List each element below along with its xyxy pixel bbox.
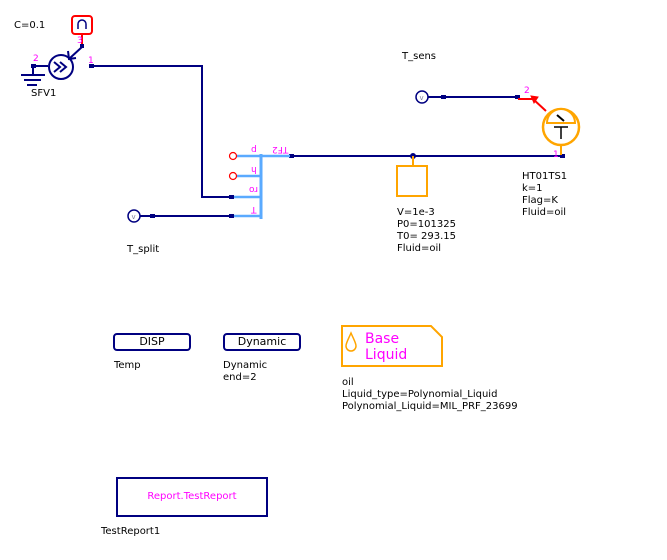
disp-block[interactable]: DISP — [113, 333, 191, 351]
volume-param-fluid: Fluid=oil — [397, 243, 442, 254]
tf2-port-h: h — [251, 164, 257, 174]
report-name: TestReport1 — [101, 526, 161, 537]
wires — [32, 65, 562, 217]
base-liquid-param-poly: Polynomial_Liquid=MIL_PRF_23699 — [342, 401, 518, 412]
t-sens-source-icon[interactable]: v — [415, 90, 429, 104]
sfv1-name: SFV1 — [31, 88, 57, 99]
volume-params: V=1e-3 P0=101325 T0= 293.15 Fluid=oil — [397, 207, 456, 255]
tf2-port-p: p — [251, 144, 257, 154]
control-input-icon[interactable] — [71, 15, 93, 44]
dynamic-param-end: end=2 — [223, 372, 257, 383]
base-liquid-label-line1: Base — [365, 331, 400, 347]
volume-param-p0: P0=101325 — [397, 219, 456, 230]
tf2-bus[interactable] — [234, 154, 290, 219]
svg-text:v: v — [420, 94, 424, 102]
dynamic-name: Dynamic — [223, 360, 268, 371]
report-block[interactable]: Report.TestReport — [116, 477, 268, 517]
volume-param-t0: T0= 293.15 — [397, 231, 457, 242]
sfv1-valve-icon[interactable] — [48, 54, 74, 80]
base-liquid-block[interactable] — [341, 325, 443, 367]
base-liquid-params: oil Liquid_type=Polynomial_Liquid Polyno… — [342, 377, 518, 413]
sfv1-pin-2: 2 — [33, 54, 39, 64]
tf2-name: TF2 — [272, 144, 289, 154]
dynamic-params: Dynamic end=2 — [223, 360, 267, 384]
sensor-pin-2: 2 — [524, 86, 530, 96]
base-liquid-name: oil — [342, 377, 354, 388]
dynamic-block[interactable]: Dynamic — [223, 333, 301, 351]
sfv1-param-c: C=0.1 — [14, 20, 46, 31]
volume-block[interactable] — [396, 156, 428, 197]
sensor-name: HT01TS1 — [522, 171, 568, 182]
wire-sfv1-to-tf2-ro[interactable] — [92, 65, 232, 198]
sensor-param-flag: Flag=K — [522, 195, 558, 206]
ground-icon — [21, 74, 45, 86]
base-liquid-label-line2: Liquid — [365, 347, 408, 363]
sensor-pin-1: 1 — [553, 150, 559, 160]
t-split-name: T_split — [127, 244, 160, 255]
control-arrow — [67, 46, 83, 61]
volume-param-v: V=1e-3 — [397, 207, 435, 218]
temperature-sensor-icon[interactable] — [518, 95, 581, 155]
droplet-icon — [345, 331, 357, 352]
base-liquid-param-type: Liquid_type=Polynomial_Liquid — [342, 389, 498, 400]
disp-name: Temp — [114, 360, 141, 371]
sfv1-pin-3: 3 — [77, 36, 83, 46]
sensor-params: HT01TS1 k=1 Flag=K Fluid=oil — [522, 171, 567, 219]
tf2-port-ro: ro — [249, 184, 259, 194]
tf2-open-ports[interactable] — [228, 151, 238, 181]
t-sens-name: T_sens — [402, 51, 437, 62]
sfv1-pin-1: 1 — [88, 56, 94, 66]
t-split-source-icon[interactable]: v — [127, 209, 141, 223]
svg-text:v: v — [132, 213, 136, 221]
tf2-port-T: T — [251, 204, 257, 214]
base-liquid-label: Base Liquid — [365, 331, 407, 363]
pin-markers — [31, 44, 565, 218]
sensor-param-k: k=1 — [522, 183, 543, 194]
sensor-param-fluid: Fluid=oil — [522, 207, 567, 218]
